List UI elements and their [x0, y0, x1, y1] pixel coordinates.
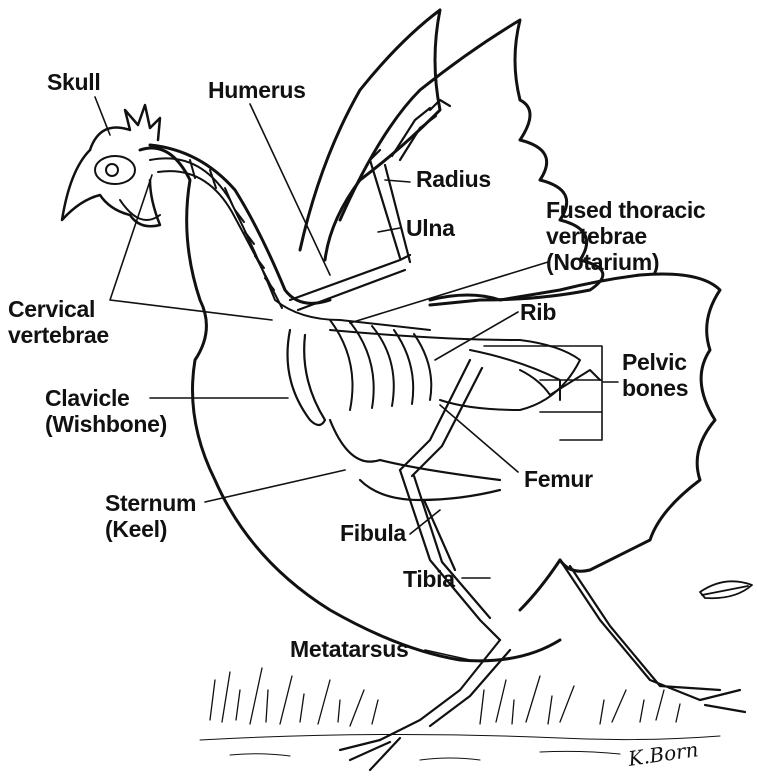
label-cervical-vertebrae: Cervical vertebrae [8, 296, 109, 348]
leader-ulna [378, 228, 400, 232]
leader-fused-thoracic [350, 262, 548, 323]
head [62, 105, 160, 226]
label-sternum: Sternum (Keel) [105, 490, 196, 542]
label-skull: Skull [47, 69, 100, 95]
clavicle-sternum [288, 330, 501, 500]
label-metatarsus: Metatarsus [290, 636, 408, 662]
leader-sternum [205, 470, 345, 502]
label-tibia: Tibia [403, 566, 455, 592]
wing-bones [290, 100, 450, 310]
leader-femur [440, 405, 518, 472]
label-ulna: Ulna [406, 215, 455, 241]
leader-pelvic [484, 346, 618, 440]
leader-lines [95, 97, 618, 660]
leader-cervical [110, 175, 272, 320]
feather [700, 581, 752, 598]
leader-rib [435, 312, 518, 360]
label-fibula: Fibula [340, 520, 406, 546]
leg-bones [340, 360, 745, 770]
label-rib: Rib [520, 299, 556, 325]
label-pelvic-bones: Pelvic bones [622, 349, 688, 401]
rib-cage [330, 320, 600, 410]
label-fused-thoracic: Fused thoracic vertebrae (Notarium) [546, 197, 705, 275]
label-clavicle: Clavicle (Wishbone) [45, 385, 167, 437]
label-radius: Radius [416, 166, 491, 192]
label-humerus: Humerus [208, 77, 306, 103]
spine [150, 158, 430, 330]
label-femur: Femur [524, 466, 593, 492]
leader-skull [95, 97, 110, 135]
